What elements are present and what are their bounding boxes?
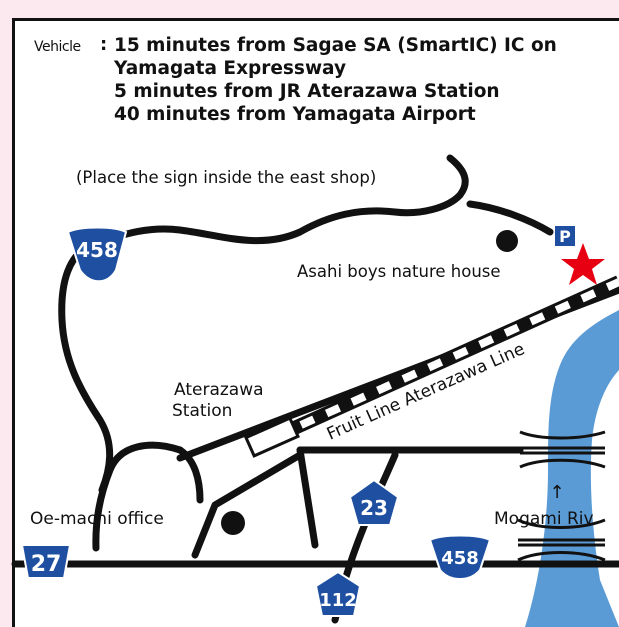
nature-house-label: Asahi boys nature house [297, 262, 501, 281]
mogami-river [525, 310, 619, 627]
route-shield-458-bottom: 458 [428, 534, 492, 580]
route-shield-27: 27 [20, 544, 72, 579]
directions-line: 5 minutes from JR Aterazawa Station [114, 81, 500, 102]
directions-line: 40 minutes from Yamagata Airport [114, 104, 476, 125]
station-label-line1: Aterazawa [174, 380, 264, 400]
directions-row: Vehicle : 15 minutes from Sagae SA (Smar… [34, 34, 594, 126]
railway [247, 275, 619, 455]
svg-text:27: 27 [31, 552, 62, 577]
bridges [517, 430, 606, 562]
directions-block: Vehicle : 15 minutes from Sagae SA (Smar… [34, 34, 594, 126]
road-lower-loop [92, 441, 184, 552]
destination-star-icon [561, 243, 605, 285]
office-marker [221, 511, 245, 535]
directions-line: 15 minutes from Sagae SA (SmartIC) IC on [114, 35, 557, 56]
directions-line: Yamagata Expressway [114, 58, 347, 79]
svg-text:112: 112 [319, 590, 357, 611]
river-arrow: ↑ [549, 482, 564, 503]
directions-lines: 15 minutes from Sagae SA (SmartIC) IC on… [114, 34, 557, 126]
road-mid-vertical [296, 446, 319, 549]
vehicle-colon: : [100, 34, 108, 55]
aterazawa-station-marker [244, 416, 300, 458]
road-office-diagonal [191, 451, 304, 559]
station-label-line2: Station [172, 401, 232, 421]
road-upper-east [466, 200, 554, 236]
sign-note-label: (Place the sign inside the east shop) [76, 168, 376, 187]
svg-text:23: 23 [360, 496, 388, 520]
parking-letter: P [559, 227, 571, 246]
route-shield-23: 23 [348, 478, 400, 526]
route-shield-458-top: 458 [66, 226, 128, 283]
nature-house-marker [496, 230, 518, 252]
office-label: Oe-machi office [30, 509, 164, 529]
road-station-link [176, 446, 204, 504]
river-label: Mogami Riv. [494, 509, 598, 529]
svg-text:458: 458 [441, 548, 479, 569]
road-458-upper [58, 154, 469, 494]
parking-icon [555, 226, 575, 246]
svg-text:458: 458 [76, 238, 118, 262]
route-shield-112: 112 [314, 570, 362, 617]
vehicle-label: Vehicle [34, 39, 81, 55]
